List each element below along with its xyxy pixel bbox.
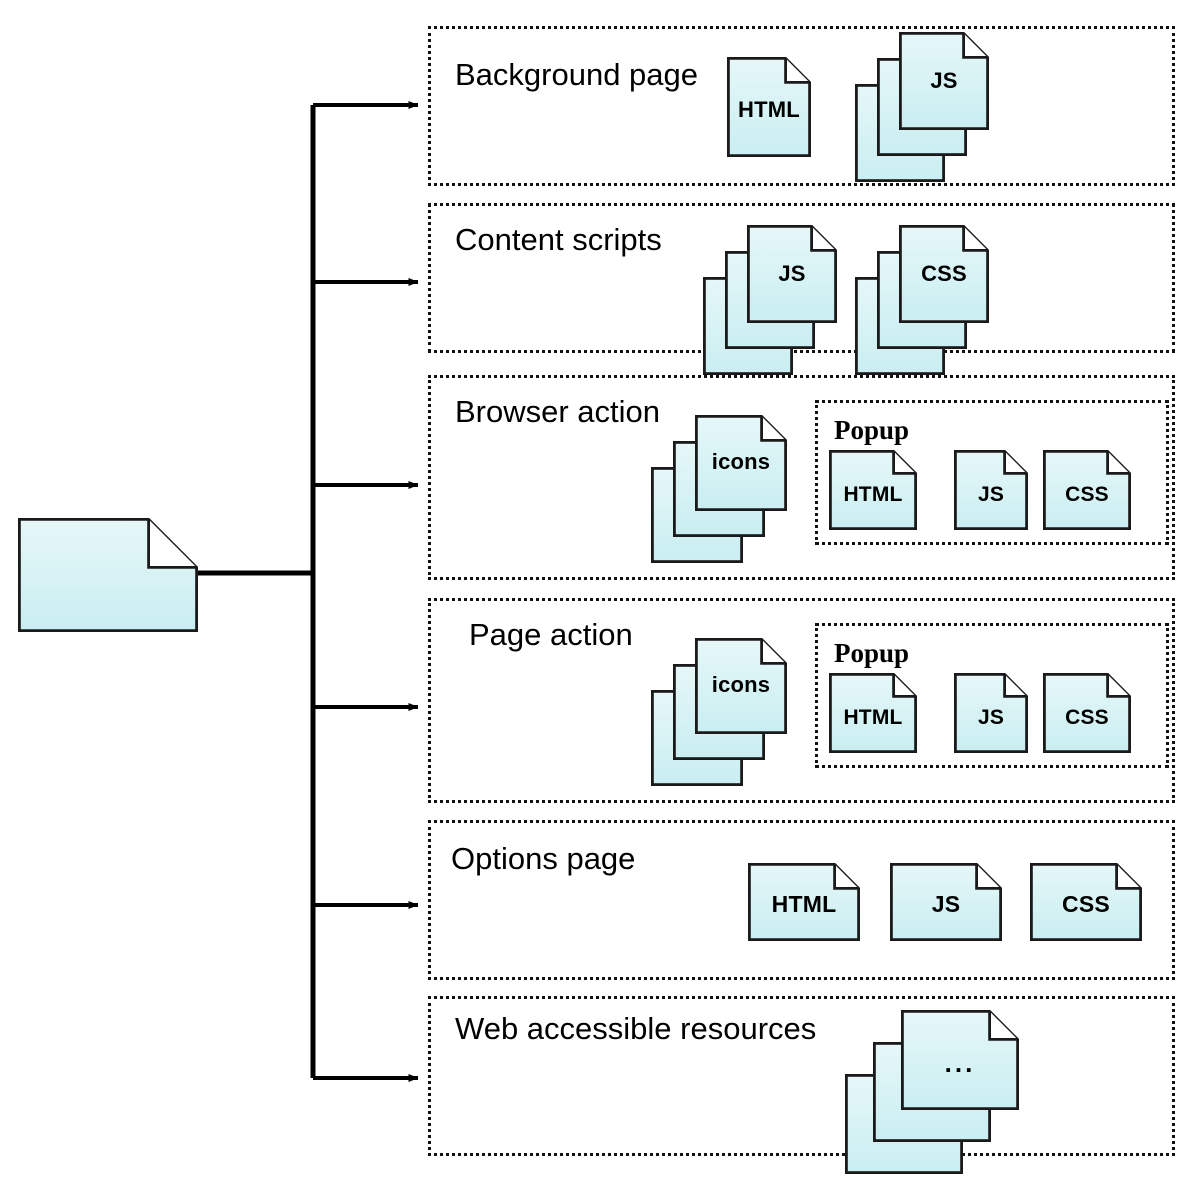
file-label: CSS — [1065, 483, 1109, 506]
section-web-accessible-resources: Web accessible resources — [428, 996, 1175, 1156]
file-stack-icon: CSS — [854, 225, 989, 375]
file-icon: CSS — [1030, 863, 1142, 941]
popup-title-page-action: Popup — [834, 638, 910, 668]
file-label: JS — [977, 483, 1005, 506]
file-sheet — [1043, 673, 1131, 753]
section-title-browser-action: Browser action — [455, 394, 661, 429]
file-sheet — [890, 863, 1002, 941]
file-icon: HTML — [829, 450, 917, 530]
file-stack-icon: JS — [854, 32, 989, 182]
file-icon: HTML — [727, 57, 811, 157]
file-label: JS — [778, 261, 806, 286]
file-sheet — [1043, 450, 1131, 530]
file-sheet — [1030, 863, 1142, 941]
section-title-options-page: Options page — [451, 841, 636, 876]
stack-sheet-front — [901, 1010, 1019, 1110]
file-icon: CSS — [1043, 450, 1131, 530]
file-label: CSS — [1065, 706, 1109, 729]
file-stack-icon: JS — [702, 225, 837, 375]
file-label: JS — [977, 706, 1005, 729]
file-sheet — [829, 450, 917, 530]
stack-sheet-front — [695, 638, 787, 734]
popup-box-page-action: Popup — [815, 623, 1169, 768]
stack-sheet-front — [899, 32, 989, 130]
file-icon: JS — [954, 673, 1028, 753]
stack-sheet-front — [899, 225, 989, 323]
file-icon: CSS — [1043, 673, 1131, 753]
file-label: CSS — [1062, 891, 1110, 917]
file-sheet — [748, 863, 860, 941]
section-title-content-scripts: Content scripts — [455, 222, 662, 257]
file-icon: HTML — [829, 673, 917, 753]
popup-title-browser-action: Popup — [834, 415, 910, 445]
section-title-web-accessible-resources: Web accessible resources — [455, 1011, 817, 1046]
file-icon: JS — [954, 450, 1028, 530]
stack-sheet-front — [695, 415, 787, 511]
file-icon: HTML — [748, 863, 860, 941]
file-label: ... — [944, 1048, 976, 1078]
file-label: HTML — [738, 97, 800, 122]
file-stack-icon: icons — [650, 638, 787, 786]
file-label: icons — [711, 449, 771, 474]
file-label: HTML — [771, 891, 837, 917]
file-icon: JS — [890, 863, 1002, 941]
file-label: JS — [930, 68, 958, 93]
file-label: CSS — [921, 261, 967, 286]
file-label: icons — [711, 672, 771, 697]
file-label: HTML — [843, 706, 903, 729]
section-title-background-page: Background page — [455, 57, 699, 92]
section-title-page-action: Page action — [469, 617, 633, 652]
file-sheet — [954, 450, 1028, 530]
file-stack-icon: icons — [650, 415, 787, 563]
popup-box-browser-action: Popup — [815, 400, 1169, 545]
file-label: HTML — [843, 483, 903, 506]
file-sheet — [954, 673, 1028, 753]
file-sheet — [829, 673, 917, 753]
manifest-json-node[interactable]: manifest.json — [18, 518, 198, 632]
file-stack-icon: ... — [844, 1010, 1019, 1174]
file-sheet — [727, 57, 811, 157]
file-label: JS — [931, 891, 961, 917]
stack-sheet-front — [747, 225, 837, 323]
